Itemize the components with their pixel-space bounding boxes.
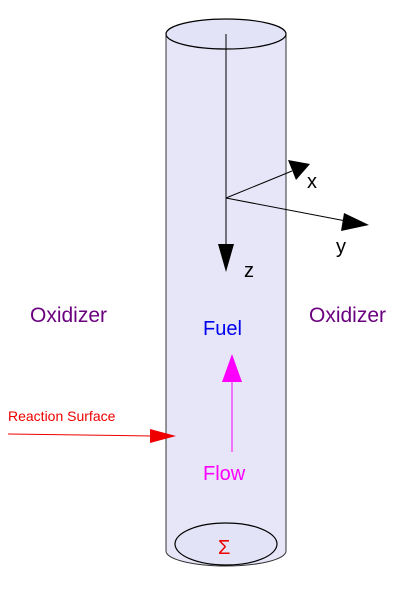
oxidizer-left-label: Oxidizer xyxy=(30,304,107,327)
flow-arrowhead xyxy=(222,354,242,382)
fuel-label: Fuel xyxy=(203,318,242,340)
x-axis-label: x xyxy=(307,171,317,193)
oxidizer-right-label: Oxidizer xyxy=(309,304,386,327)
z-axis-label: z xyxy=(244,260,254,282)
y-axis-line xyxy=(225,197,347,222)
flow-label: Flow xyxy=(203,463,246,485)
y-axis-label: y xyxy=(336,236,346,258)
sigma-label: Σ xyxy=(218,537,230,559)
y-axis-arrowhead xyxy=(341,213,369,231)
x-axis-line xyxy=(225,170,293,199)
z-axis-arrowhead xyxy=(218,244,234,272)
cylinder-body xyxy=(165,33,287,567)
reaction-surface-label: Reaction Surface xyxy=(8,408,116,424)
reaction-surface-arrow-line xyxy=(7,433,153,437)
reaction-surface-arrowhead xyxy=(150,429,176,443)
x-axis-arrowhead xyxy=(288,160,310,180)
cylinder-bottom-ellipse xyxy=(174,522,278,566)
